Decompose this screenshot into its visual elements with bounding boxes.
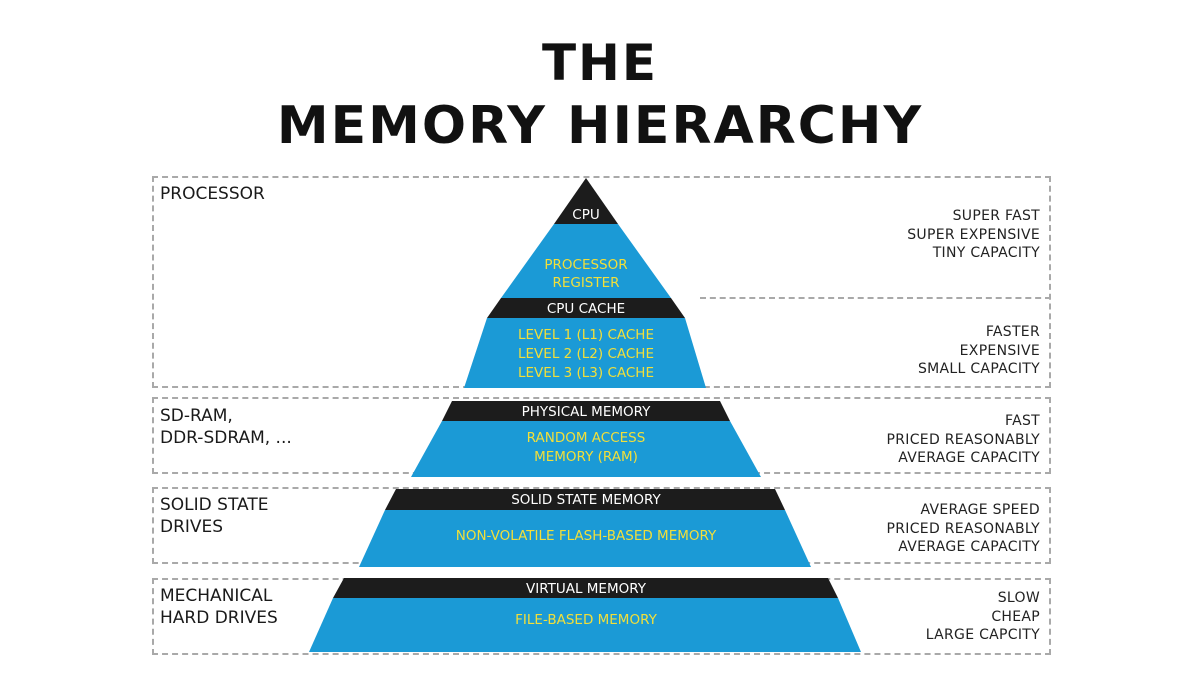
desc-cache: FASTER EXPENSIVE SMALL CAPACITY (918, 323, 1040, 379)
tier-ram-body-line-2: MEMORY (RAM) (534, 449, 638, 465)
desc-line: SUPER EXPENSIVE (907, 226, 1040, 243)
desc-line: PRICED REASONABLY (886, 431, 1040, 448)
desc-ram: FAST PRICED REASONABLY AVERAGE CAPACITY (887, 412, 1040, 468)
tier-ssd-body-band (359, 510, 811, 567)
tier-hdd-body-line-1: FILE-BASED MEMORY (515, 612, 657, 628)
tier-hdd-body-band (309, 598, 861, 652)
desc-line: AVERAGE SPEED (920, 502, 1040, 518)
group-label-processor: PROCESSOR (160, 184, 265, 204)
desc-line: EXPENSIVE (959, 342, 1040, 359)
tier-ram-body-line-1: RANDOM ACCESS (527, 430, 646, 446)
tier-hdd-header: VIRTUAL MEMORY (526, 581, 647, 597)
desc-line: FAST (1005, 413, 1040, 429)
desc-line: SUPER FAST (952, 208, 1040, 224)
tier-ssd-body-line-1: NON-VOLATILE FLASH-BASED MEMORY (456, 528, 717, 544)
desc-line: SLOW (997, 590, 1040, 606)
tier-cpu-body-band (501, 224, 671, 298)
desc-line: CHEAP (991, 608, 1040, 625)
group-label-hdd: MECHANICAL HARD DRIVES (160, 586, 278, 628)
desc-line: FASTER (985, 324, 1040, 340)
tier-cache-body-line-1: LEVEL 1 (L1) CACHE (518, 327, 654, 343)
desc-line: TINY CAPACITY (932, 245, 1040, 261)
cache-subgroup-box (700, 297, 1051, 388)
desc-line: AVERAGE CAPACITY (898, 450, 1040, 466)
tier-ssd-header: SOLID STATE MEMORY (511, 492, 661, 508)
title-line-2: MEMORY HIERARCHY (276, 96, 924, 156)
tier-cache-body-line-3: LEVEL 3 (L3) CACHE (518, 365, 654, 381)
tier-cpu-header: CPU (572, 207, 599, 223)
desc-ssd: AVERAGE SPEED PRICED REASONABLY AVERAGE … (887, 501, 1040, 557)
desc-line: AVERAGE CAPACITY (898, 539, 1040, 555)
tier-cpu-body-line-1: PROCESSOR (544, 257, 627, 273)
tier-cpu-body-line-2: REGISTER (552, 275, 619, 291)
desc-line: SMALL CAPACITY (917, 361, 1040, 377)
group-label-sdram: SD-RAM, DDR-SDRAM, ... (160, 406, 292, 448)
tier-ram-header-band (442, 401, 730, 421)
desc-cpu: SUPER FAST SUPER EXPENSIVE TINY CAPACITY (907, 207, 1040, 263)
desc-line: PRICED REASONABLY (886, 520, 1040, 537)
tier-cpu-header-band (554, 178, 618, 224)
tier-hdd-header-band (333, 578, 838, 598)
title-line-1: THE (541, 34, 659, 92)
tier-ram-body-band (411, 421, 761, 477)
tier-cache-body-band (464, 318, 706, 388)
tier-cache-header: CPU CACHE (547, 301, 625, 317)
desc-hdd: SLOW CHEAP LARGE CAPCITY (926, 589, 1040, 645)
tier-cache-body-line-2: LEVEL 2 (L2) CACHE (518, 346, 654, 362)
tier-ram-header: PHYSICAL MEMORY (522, 404, 652, 420)
tier-ssd-header-band (385, 489, 785, 510)
desc-line: LARGE CAPCITY (925, 627, 1040, 643)
tier-cache-header-band (487, 298, 685, 318)
group-label-ssd: SOLID STATE DRIVES (160, 495, 269, 537)
